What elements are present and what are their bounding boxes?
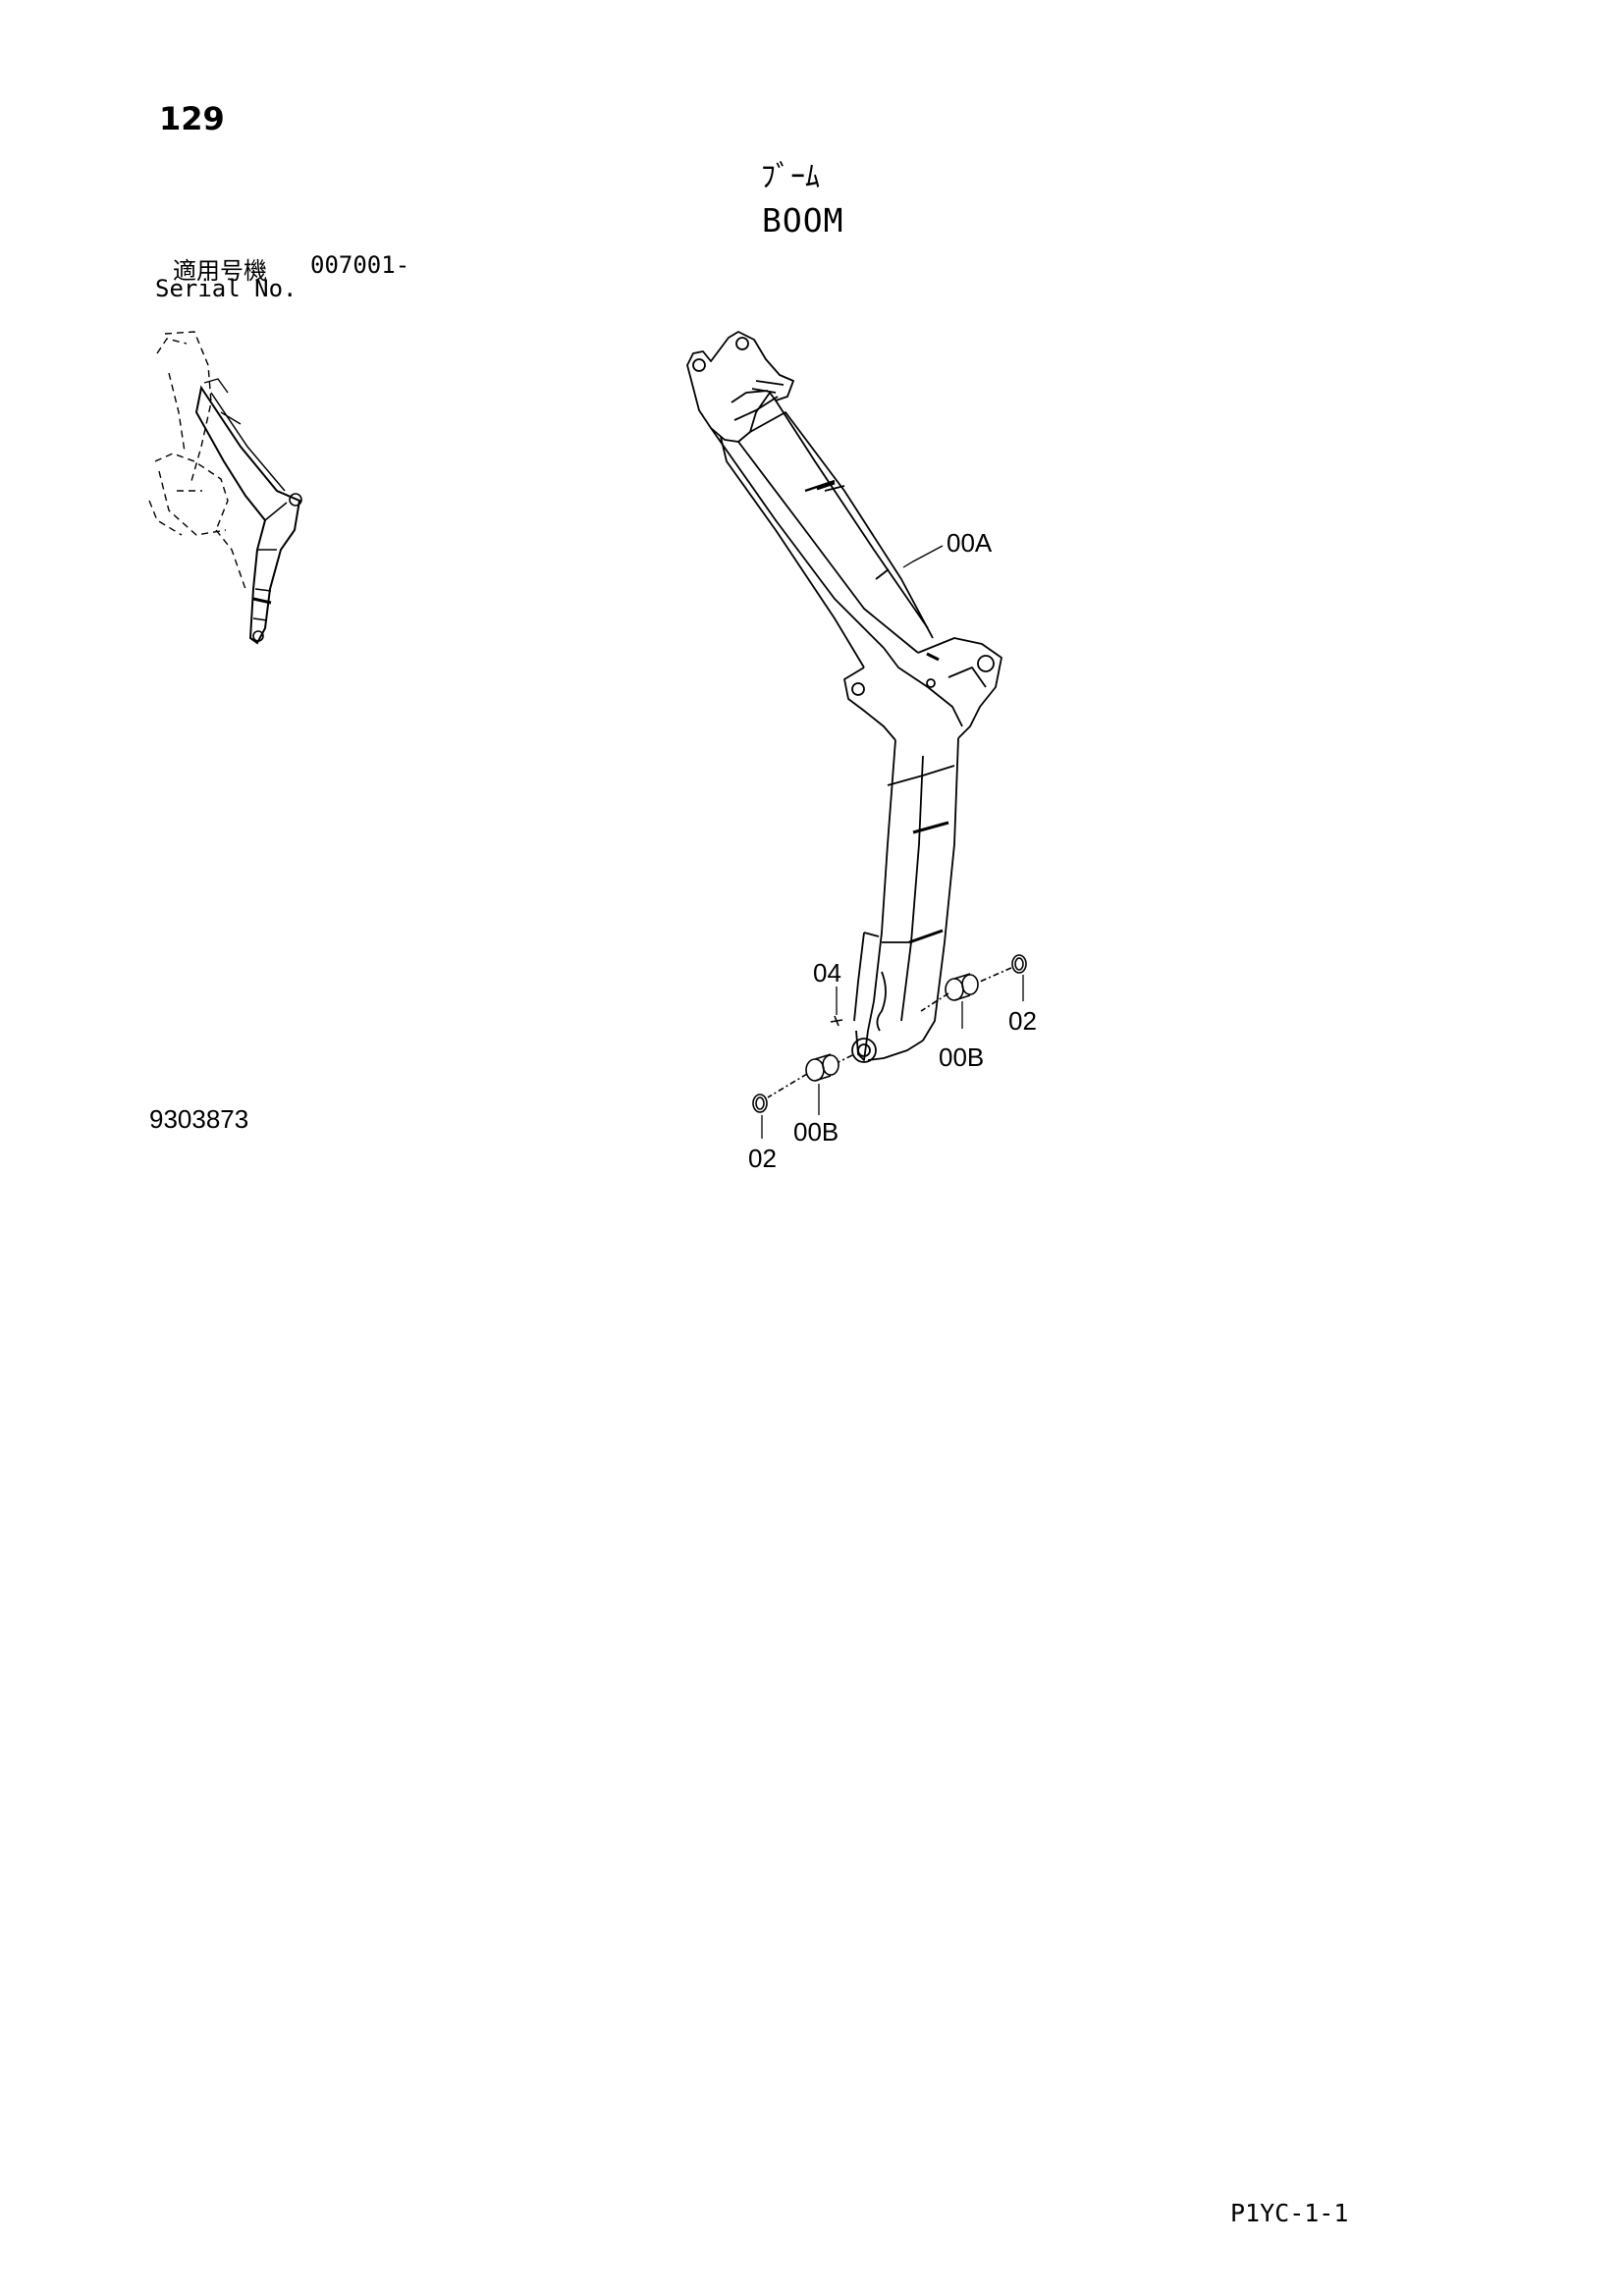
callout-04: 04 [813,958,841,988]
boom-drawing [686,331,1002,1063]
serial-label-japanese: 適用号機 [173,257,267,285]
callout-00A: 00A [947,528,993,558]
page-number: 129 [159,100,225,137]
page-code: P1YC-1-1 [1230,2199,1349,2227]
leader-lines [761,545,1024,1139]
drawing-number: 9303873 [149,1104,249,1134]
serial-label-english: Serial No. [155,275,298,302]
serial-range: 007001- [310,251,410,279]
machine-thumbnail [148,331,302,645]
callout-02-right: 02 [1008,1006,1037,1036]
small-parts [752,954,1027,1113]
title-japanese: ﾌﾞｰﾑ [761,160,820,194]
callout-00B-right: 00B [939,1042,984,1072]
callout-00B-left: 00B [793,1117,839,1147]
callout-02-left: 02 [748,1144,777,1173]
title-english: BOOM [762,201,844,240]
